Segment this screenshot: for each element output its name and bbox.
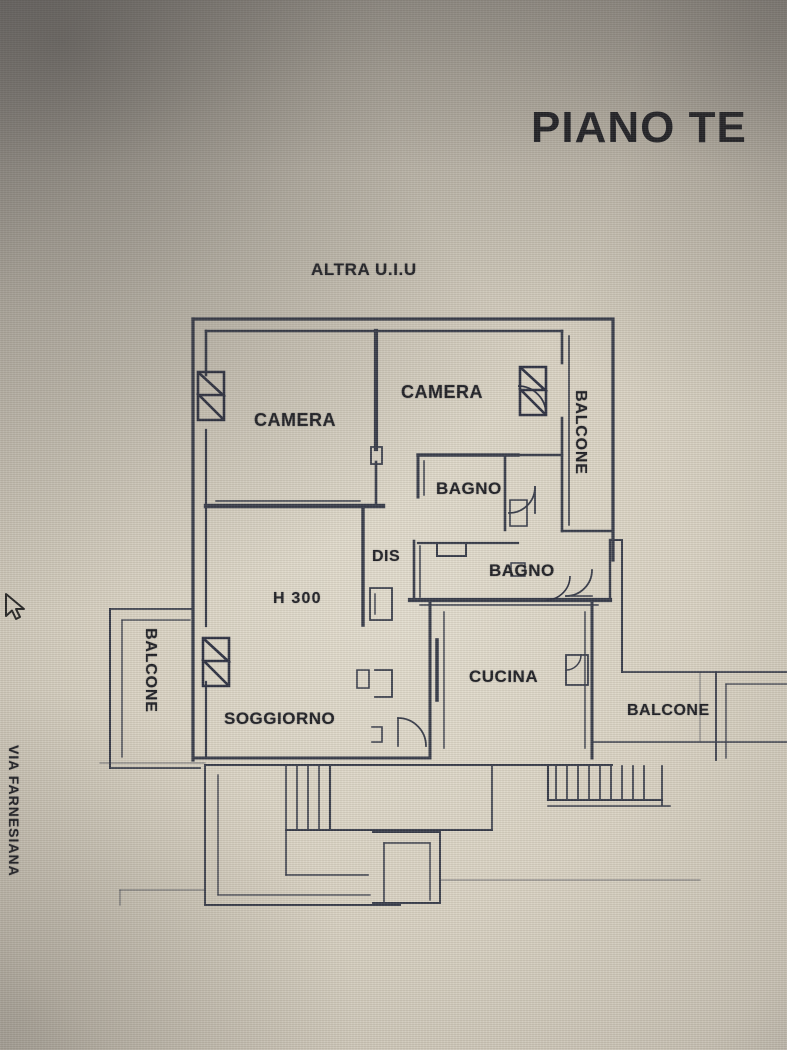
room-label-balcone-top-right: BALCONE: [572, 390, 589, 475]
room-label-balcone-right: BALCONE: [627, 702, 710, 719]
ceiling-height-label: H 300: [273, 590, 322, 607]
room-label-camera-left: CAMERA: [254, 410, 336, 430]
mouse-pointer-icon: [5, 593, 25, 620]
room-label-bagno-lower: BAGNO: [489, 561, 555, 580]
room-label-disimpegno: DIS: [372, 548, 401, 565]
room-label-cucina: CUCINA: [469, 667, 539, 686]
street-label-via-farnesiana: VIA FARNESIANA: [6, 745, 22, 877]
room-label-balcone-left: BALCONE: [142, 628, 159, 713]
window-symbols: [196, 365, 548, 688]
room-label-camera-right: CAMERA: [401, 382, 483, 402]
altra-uiu-label: ALTRA U.I.U: [311, 260, 417, 279]
page-title: PIANO TE: [531, 103, 747, 152]
room-label-bagno-upper: BAGNO: [436, 479, 502, 498]
room-label-soggiorno: SOGGIORNO: [224, 709, 336, 728]
